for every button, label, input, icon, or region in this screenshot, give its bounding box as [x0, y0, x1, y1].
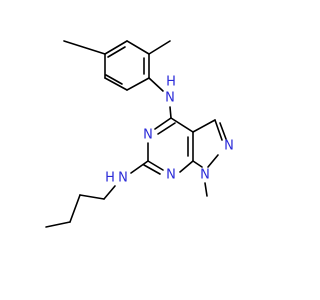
- aryl-amine-hydrogen: H: [166, 75, 176, 90]
- atom-labels: N H N N N N N H: [105, 75, 234, 186]
- pyrazole-nitrogen-1: N: [200, 168, 210, 183]
- molecule-diagram: N H N N N N N H: [45, 40, 234, 228]
- butyl-amine-hydrogen: H: [105, 171, 115, 186]
- ring-nitrogen-3: N: [143, 128, 153, 143]
- pyrazole-nitrogen-2: N: [224, 139, 234, 154]
- aryl-amine-nitrogen: N: [165, 91, 175, 106]
- ring-nitrogen-1: N: [166, 168, 176, 183]
- bond-lines: [45, 40, 227, 228]
- butyl-amine-nitrogen: N: [118, 171, 128, 186]
